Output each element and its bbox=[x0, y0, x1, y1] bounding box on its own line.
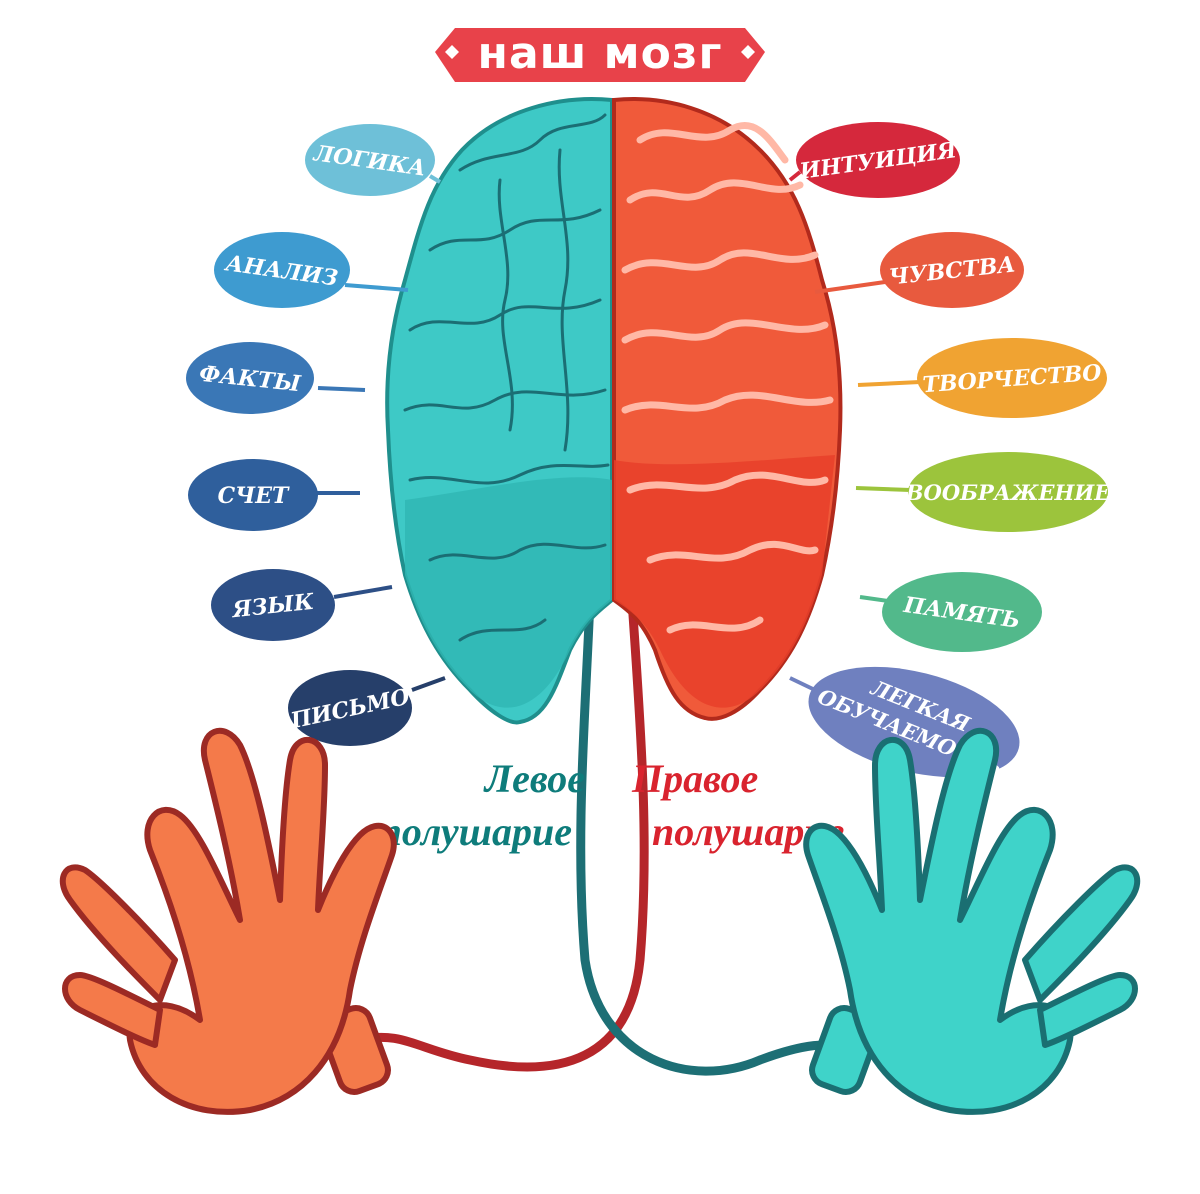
skill-bubble-analysis: АНАЛИЗ bbox=[214, 232, 409, 308]
left-brain-folds bbox=[403, 113, 610, 642]
skill-bubble-intuition: ИНТУИЦИЯ bbox=[788, 122, 960, 198]
left-hemisphere-label-line2: полушарие bbox=[380, 809, 572, 854]
skill-bubble-imagination: ВООБРАЖЕНИЕ bbox=[855, 452, 1111, 532]
skill-bubble-language: ЯЗЫК bbox=[211, 569, 393, 641]
left-hand-icon bbox=[59, 727, 397, 1115]
title-banner: наш мозг bbox=[435, 28, 765, 82]
skill-bubble-writing: ПИСЬМО bbox=[287, 670, 446, 746]
right-brain-folds bbox=[621, 121, 834, 634]
left-skills: ЛОГИКА АНАЛИЗ ФАКТЫ СЧЕТ ЯЗЫК ПИСЬМО bbox=[186, 124, 446, 746]
skill-bubble-creativity: ТВОРЧЕСТВО bbox=[857, 338, 1107, 418]
skill-bubble-memory: ПАМЯТЬ bbox=[859, 572, 1042, 652]
skill-bubble-feelings: ЧУВСТВА bbox=[814, 232, 1024, 308]
left-hemisphere-label-line1: Левое bbox=[483, 756, 585, 801]
right-wire bbox=[355, 595, 649, 1072]
skill-bubble-logic: ЛОГИКА bbox=[305, 124, 442, 196]
right-hemisphere bbox=[612, 97, 843, 721]
skill-bubble-counting: СЧЕТ bbox=[188, 459, 360, 531]
skill-label: ВООБРАЖЕНИЕ bbox=[905, 480, 1111, 505]
left-wire bbox=[576, 595, 865, 1076]
right-hand-icon bbox=[803, 727, 1141, 1115]
right-hemisphere-label-line1: Правое bbox=[631, 756, 758, 801]
hemisphere-labels: Левое полушарие Правое полушарие bbox=[380, 756, 845, 854]
page-title: наш мозг bbox=[478, 28, 723, 79]
skill-bubble-facts: ФАКТЫ bbox=[186, 342, 366, 414]
wires bbox=[355, 595, 865, 1076]
skill-label: СЧЕТ bbox=[218, 483, 290, 509]
left-hemisphere bbox=[385, 97, 614, 725]
